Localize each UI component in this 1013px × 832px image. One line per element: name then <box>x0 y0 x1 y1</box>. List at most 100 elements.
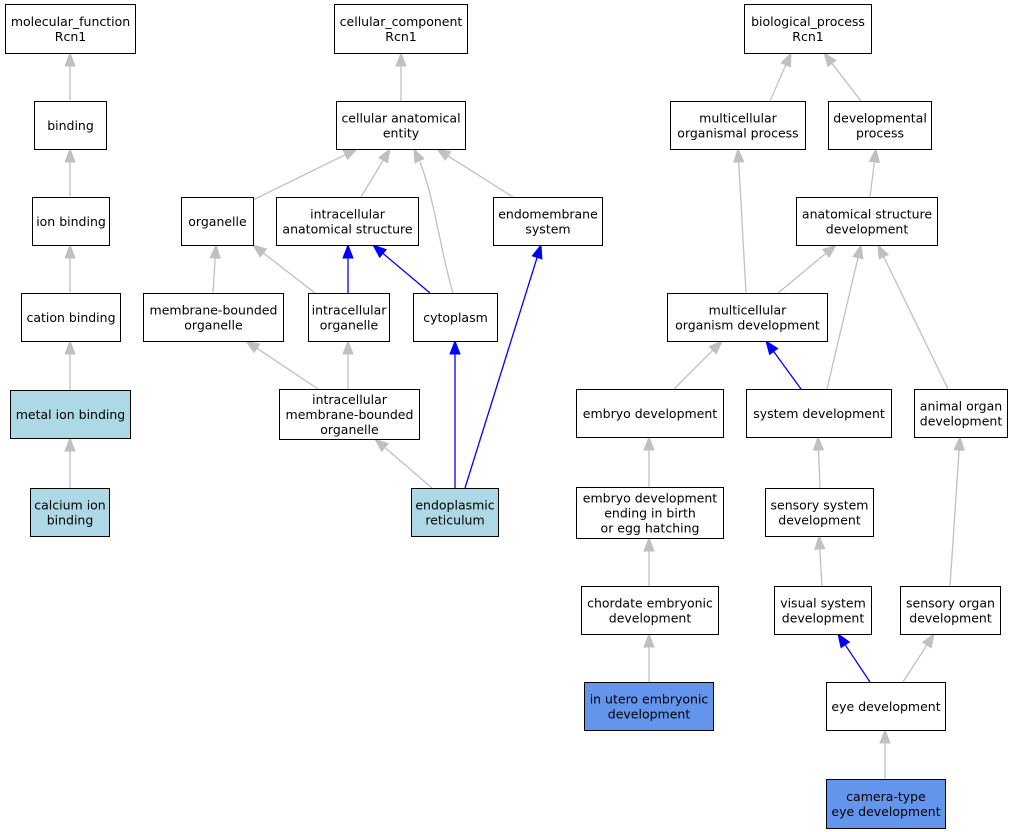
node-box-cc-root <box>334 4 468 54</box>
edge-intracellular-membrane-bounded-organelle-to-intracellular-organelle <box>342 339 354 389</box>
node-box-cytoplasm <box>413 293 498 342</box>
node-label-endoplasmic-reticulum-line-1: endoplasmic <box>415 498 494 513</box>
node-label-mf-root-line-1: molecular_function <box>11 14 130 29</box>
node-box-embryo-development <box>576 389 724 438</box>
node-label-camera-type-eye-development-line-1: camera-type <box>846 789 926 804</box>
node-label-intracellular-organelle-line-2: organelle <box>320 318 379 333</box>
node-label-chordate-embryonic-development-line-2: development <box>609 611 692 626</box>
node-label-metal-ion-binding-line-1: metal ion binding <box>16 407 126 422</box>
node-label-eye-development-line-1: eye development <box>831 699 940 714</box>
node-box-multicellular-organismal-process <box>670 101 806 150</box>
edge-intracellular-organelle-to-organelle-line <box>262 252 316 294</box>
node-box-anatomical-structure-development <box>796 197 938 246</box>
edge-endoplasmic-reticulum-to-endomembrane-system-line <box>464 257 538 489</box>
node-label-cellular-anatomical-entity-line-2: entity <box>383 126 420 141</box>
edge-organelle-to-cellular-anatomical-entity <box>252 148 359 201</box>
edge-anatomical-structure-development-to-developmental-process <box>868 147 881 198</box>
node-label-multicellular-organism-development-line-2: organism development <box>675 318 820 333</box>
node-label-embryo-development-birth-line-2: ending in birth <box>604 506 696 521</box>
node-label-embryo-development-birth-line-1: embryo development <box>583 491 718 506</box>
node-label-embryo-development-birth-line-3: or egg hatching <box>601 521 700 536</box>
edge-intracellular-membrane-bounded-organelle-to-membrane-bounded-organelle-line <box>256 347 319 390</box>
node-label-membrane-bounded-organelle-line-2: organelle <box>184 318 243 333</box>
node-box-binding <box>34 101 107 150</box>
edge-eye-development-to-sensory-organ-development-arrowhead <box>921 632 935 649</box>
node-label-endomembrane-system-line-2: system <box>525 222 570 237</box>
node-label-membrane-bounded-organelle-line-1: membrane-bounded <box>150 303 278 318</box>
node-box-organelle <box>181 197 254 246</box>
edge-multicellular-organism-development-to-multicellular-organismal-process <box>733 147 747 294</box>
edge-intracellular-anatomical-structure-to-cellular-anatomical-entity-line <box>360 159 384 198</box>
node-label-anatomical-structure-development-line-2: development <box>826 222 909 237</box>
edge-sensory-system-development-to-system-development-arrowhead <box>812 435 825 451</box>
node-label-ion-binding-line-1: ion binding <box>36 214 106 229</box>
edge-animal-organ-development-to-anatomical-structure-development-line <box>883 256 949 390</box>
edge-eye-development-to-visual-system-development-line <box>844 644 871 683</box>
edge-endoplasmic-reticulum-to-cytoplasm <box>449 339 461 488</box>
edge-cation-binding-to-ion-binding <box>64 243 76 293</box>
node-label-sensory-system-development-line-1: sensory system <box>771 498 869 513</box>
node-box-membrane-bounded-organelle <box>143 293 284 342</box>
node-label-intracellular-anatomical-structure-line-2: anatomical structure <box>282 222 412 237</box>
edge-membrane-bounded-organelle-to-organelle <box>209 243 221 294</box>
edge-anatomical-structure-development-to-developmental-process-line <box>869 161 876 198</box>
node-label-system-development-line-1: system development <box>753 406 885 421</box>
node-box-mf-root <box>5 4 136 54</box>
edge-cytoplasm-to-cellular-anatomical-entity <box>413 147 454 294</box>
edge-cytoplasm-to-intracellular-anatomical-structure <box>371 244 431 294</box>
node-label-intracellular-membrane-bounded-organelle-line-1: intracellular <box>312 392 388 407</box>
node-box-intracellular-anatomical-structure <box>276 197 419 246</box>
node-label-chordate-embryonic-development-line-1: chordate embryonic <box>587 596 713 611</box>
node-label-visual-system-development-line-1: visual system <box>780 596 866 611</box>
edge-eye-development-to-visual-system-development-arrowhead <box>837 632 851 649</box>
edge-embryo-development-to-multicellular-organism-development <box>673 340 723 390</box>
edge-cellular-anatomical-entity-to-cc-root <box>395 51 407 101</box>
node-label-cation-binding-line-1: cation binding <box>26 310 115 325</box>
edge-sensory-system-development-to-system-development-line <box>817 449 821 489</box>
edge-cation-binding-to-ion-binding-arrowhead <box>64 243 76 259</box>
node-label-sensory-organ-development-line-1: sensory organ <box>906 596 995 611</box>
edge-sensory-organ-development-to-animal-organ-development-line <box>949 449 960 587</box>
node-label-developmental-process-line-2: process <box>856 126 904 141</box>
edge-multicellular-organismal-process-to-bp-root <box>769 51 792 102</box>
edge-calcium-ion-binding-to-metal-ion-binding <box>64 436 76 488</box>
node-binding: binding <box>34 101 107 150</box>
edge-endoplasmic-reticulum-to-intracellular-membrane-bounded-organelle-line <box>384 446 433 489</box>
edge-camera-type-eye-development-to-eye-development <box>879 728 891 779</box>
edge-visual-system-development-to-sensory-system-development <box>814 534 826 587</box>
edge-cytoplasm-to-intracellular-anatomical-structure-line <box>382 252 431 294</box>
node-label-visual-system-development-line-2: development <box>782 611 865 626</box>
edge-endoplasmic-reticulum-to-endomembrane-system <box>464 243 543 489</box>
node-label-organelle-line-1: organelle <box>188 214 247 229</box>
node-label-intracellular-membrane-bounded-organelle-line-2: membrane-bounded <box>286 407 414 422</box>
node-box-animal-organ-development <box>914 389 1008 438</box>
edge-animal-organ-development-to-anatomical-structure-development <box>877 243 949 390</box>
edge-endoplasmic-reticulum-to-intracellular-membrane-bounded-organelle <box>373 438 433 489</box>
node-eye-development: eye development <box>826 682 946 731</box>
node-label-animal-organ-development-line-2: development <box>920 414 1003 429</box>
node-label-camera-type-eye-development-line-2: eye development <box>831 804 940 819</box>
edge-multicellular-organism-development-to-anatomical-structure-development <box>777 244 838 294</box>
edge-binding-to-mf-root-arrowhead <box>64 51 76 67</box>
edge-embryo-development-birth-to-embryo-development <box>643 435 655 487</box>
node-label-endoplasmic-reticulum-line-2: reticulum <box>425 513 484 528</box>
edges-layer <box>64 51 965 779</box>
edge-embryo-development-to-multicellular-organism-development-line <box>673 349 714 390</box>
edge-endoplasmic-reticulum-to-cytoplasm-arrowhead <box>449 339 461 355</box>
edge-intracellular-organelle-to-intracellular-anatomical-structure-arrowhead <box>342 243 354 259</box>
